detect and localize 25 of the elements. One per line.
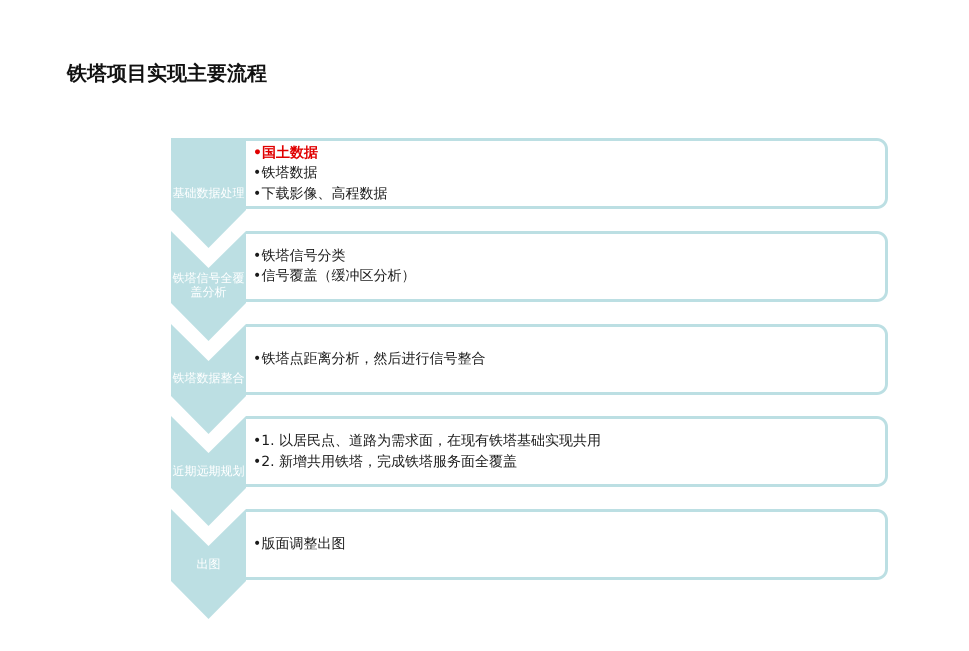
step-shape [171,138,246,248]
step-label: 近期远期规划 [172,464,244,478]
title: 铁塔项目实现主要流程 [67,61,267,85]
step-shape [171,509,246,619]
bullet-text: •铁塔信号分类 [253,246,346,266]
bullet-text: •2. 新增共用铁塔，完成铁塔服务面全覆盖 [253,452,518,472]
bullet-text: •下载影像、高程数据 [253,184,388,204]
step-label: 出图 [196,556,220,570]
bullet-text: •铁塔点距离分析，然后进行信号整合 [253,350,486,369]
bullet-text: •信号覆盖（缓冲区分析） [253,267,416,286]
content-box [246,230,888,302]
step-shape [171,416,246,526]
step-shape [171,230,246,341]
step-shape [171,324,246,434]
bullet-text: •铁塔数据 [253,164,318,184]
step-label: 铁塔数据整合 [172,371,244,385]
bullet-text: •国土数据 [253,144,318,163]
bullet-text: •1. 以居民点、道路为需求面，在现有铁塔基础实现共用 [253,432,602,452]
content-box [246,416,888,488]
step-label: 铁塔信号全覆盖分析 [172,271,246,300]
step-label: 基础数据处理 [172,186,244,200]
content-box [246,509,888,580]
content-box [246,138,888,209]
content-box [246,324,888,394]
bullet-text: •版面调整出图 [253,535,346,554]
